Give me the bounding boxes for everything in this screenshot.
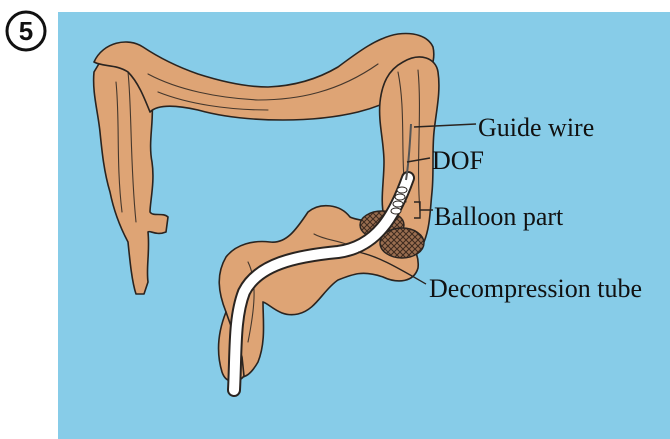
colon-diagram	[58, 12, 670, 439]
dof-label: DOF	[432, 148, 484, 174]
step-number: 5	[19, 16, 33, 46]
balloon-part-label: Balloon part	[434, 204, 563, 230]
step-number-badge: 5	[4, 9, 48, 53]
decompression-tube-label: Decompression tube	[429, 276, 642, 302]
guide-wire-label: Guide wire	[478, 115, 594, 141]
diagram-panel: Guide wire DOF Balloon part Decompressio…	[58, 12, 670, 439]
